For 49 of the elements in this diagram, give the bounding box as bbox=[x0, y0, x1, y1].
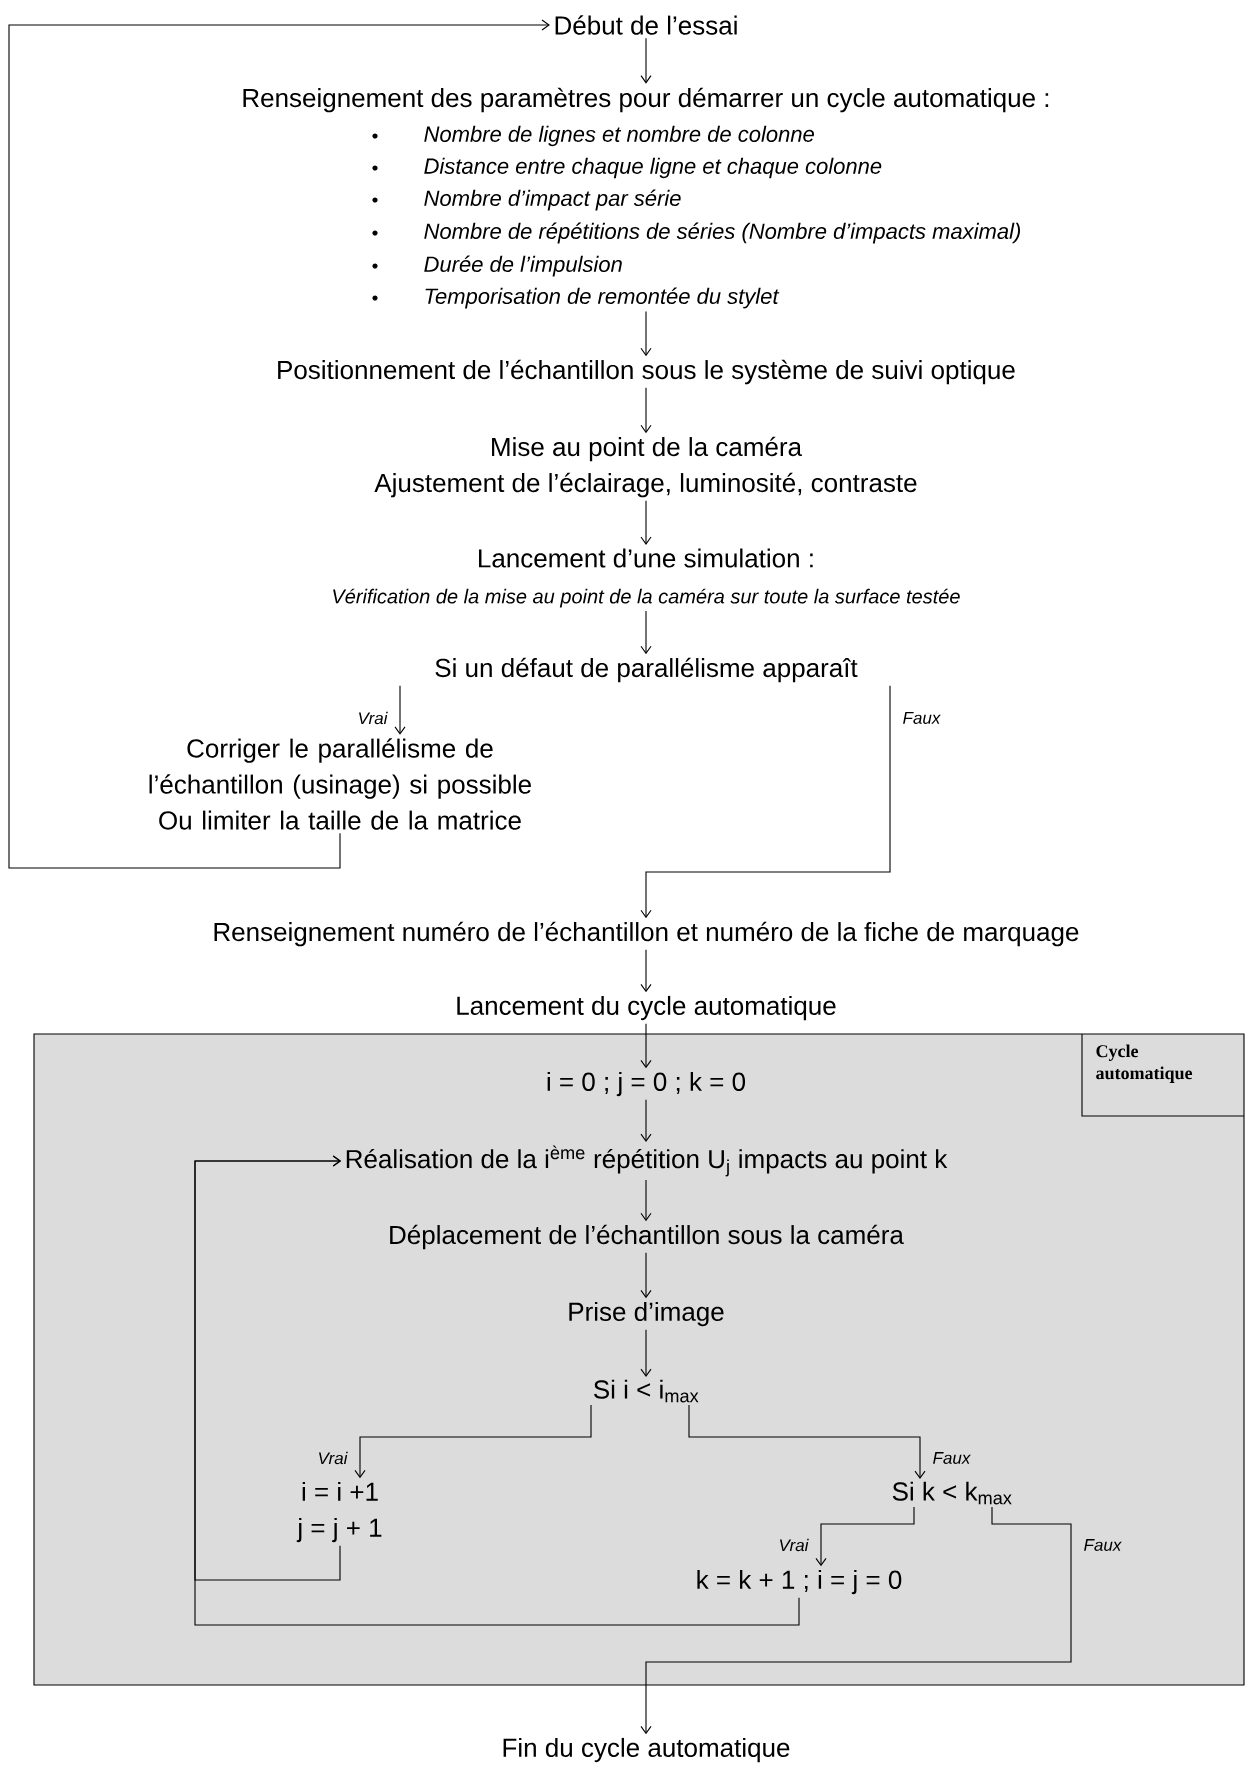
arrow bbox=[688, 1404, 926, 1480]
arrow bbox=[354, 1404, 592, 1479]
arrow bbox=[640, 1023, 652, 1069]
list-item: Nombre d’impact par série bbox=[424, 189, 681, 211]
step-text: i = i +1 j = j + 1 bbox=[296, 1481, 382, 1543]
step-text: Prise d’image bbox=[569, 1301, 724, 1327]
step-text: Lancement du cycle automatique bbox=[457, 995, 836, 1021]
step-text: Réalisation de la i$^{ème}$ répétition U$_{j}$ impacts au point k bbox=[346, 1145, 948, 1177]
edge-label: Faux bbox=[933, 1452, 971, 1464]
step-text: Renseignement numéro de l’échantillon et numéro de la fiche de marquage bbox=[214, 921, 1079, 947]
arrow bbox=[640, 310, 652, 357]
edge-label: Faux bbox=[1084, 1539, 1122, 1551]
arrow bbox=[640, 610, 652, 655]
arrow bbox=[8, 19, 550, 869]
list-item: Temporisation de remontée du stylet bbox=[425, 287, 780, 309]
heading-text: Renseignement des paramètres pour démarrer un cycle automatique : bbox=[243, 87, 1049, 113]
arrow bbox=[640, 1506, 1072, 1735]
decision-text: Si k < k$_{max}$ bbox=[892, 1481, 1012, 1505]
list-item: Distance entre chaque ligne et chaque colonne bbox=[424, 157, 882, 179]
arrow bbox=[640, 685, 891, 919]
arrow bbox=[640, 1329, 652, 1378]
edge-label: Vrai bbox=[780, 1538, 809, 1552]
list-item: Nombre de lignes et nombre de colonne bbox=[424, 125, 814, 147]
step-text: Mise au point de la caméra Ajustement de l’éclairage, luminosité, contraste bbox=[374, 436, 917, 498]
step-text: Déplacement de l’échantillon sous la caméra bbox=[390, 1224, 904, 1250]
arrow bbox=[640, 1179, 652, 1222]
edge-label: Vrai bbox=[359, 711, 388, 725]
arrow bbox=[640, 37, 652, 84]
step-text: k = k + 1 ; i = j = 0 bbox=[697, 1569, 902, 1595]
arrow bbox=[194, 1155, 800, 1626]
arrow bbox=[815, 1506, 915, 1567]
list-item: Durée de l’impulsion bbox=[424, 255, 622, 277]
list-item: Nombre de répétitions de séries (Nombre d’impacts maximal) bbox=[424, 222, 1020, 244]
decision-text: Si un défaut de parallélisme apparaît bbox=[435, 657, 858, 683]
step-text: Début de l’essai bbox=[555, 15, 737, 35]
arrow bbox=[640, 949, 652, 993]
edge-label: Vrai bbox=[319, 1451, 348, 1465]
step-text: Lancement d’une simulation : Vérification de la mise au point de la caméra sur toute la surface testée bbox=[333, 548, 960, 608]
arrow bbox=[394, 685, 406, 735]
step-text: Positionnement de l’échantillon sous le système de suivi optique bbox=[278, 359, 1015, 385]
arrow bbox=[640, 500, 652, 545]
step-text: i = 0 ; j = 0 ; k = 0 bbox=[547, 1071, 746, 1097]
step-text: Fin du cycle automatique bbox=[503, 1737, 790, 1763]
step-text: Corriger le parallélisme de l’échantillon (usinage) si possible Ou limiter la taille de la matrice bbox=[149, 738, 531, 830]
arrow bbox=[640, 387, 652, 434]
edge-label: Faux bbox=[903, 712, 941, 724]
arrow bbox=[640, 1099, 652, 1143]
decision-text: Si i < i$_{max}$ bbox=[593, 1379, 699, 1403]
arrow bbox=[640, 1252, 652, 1299]
